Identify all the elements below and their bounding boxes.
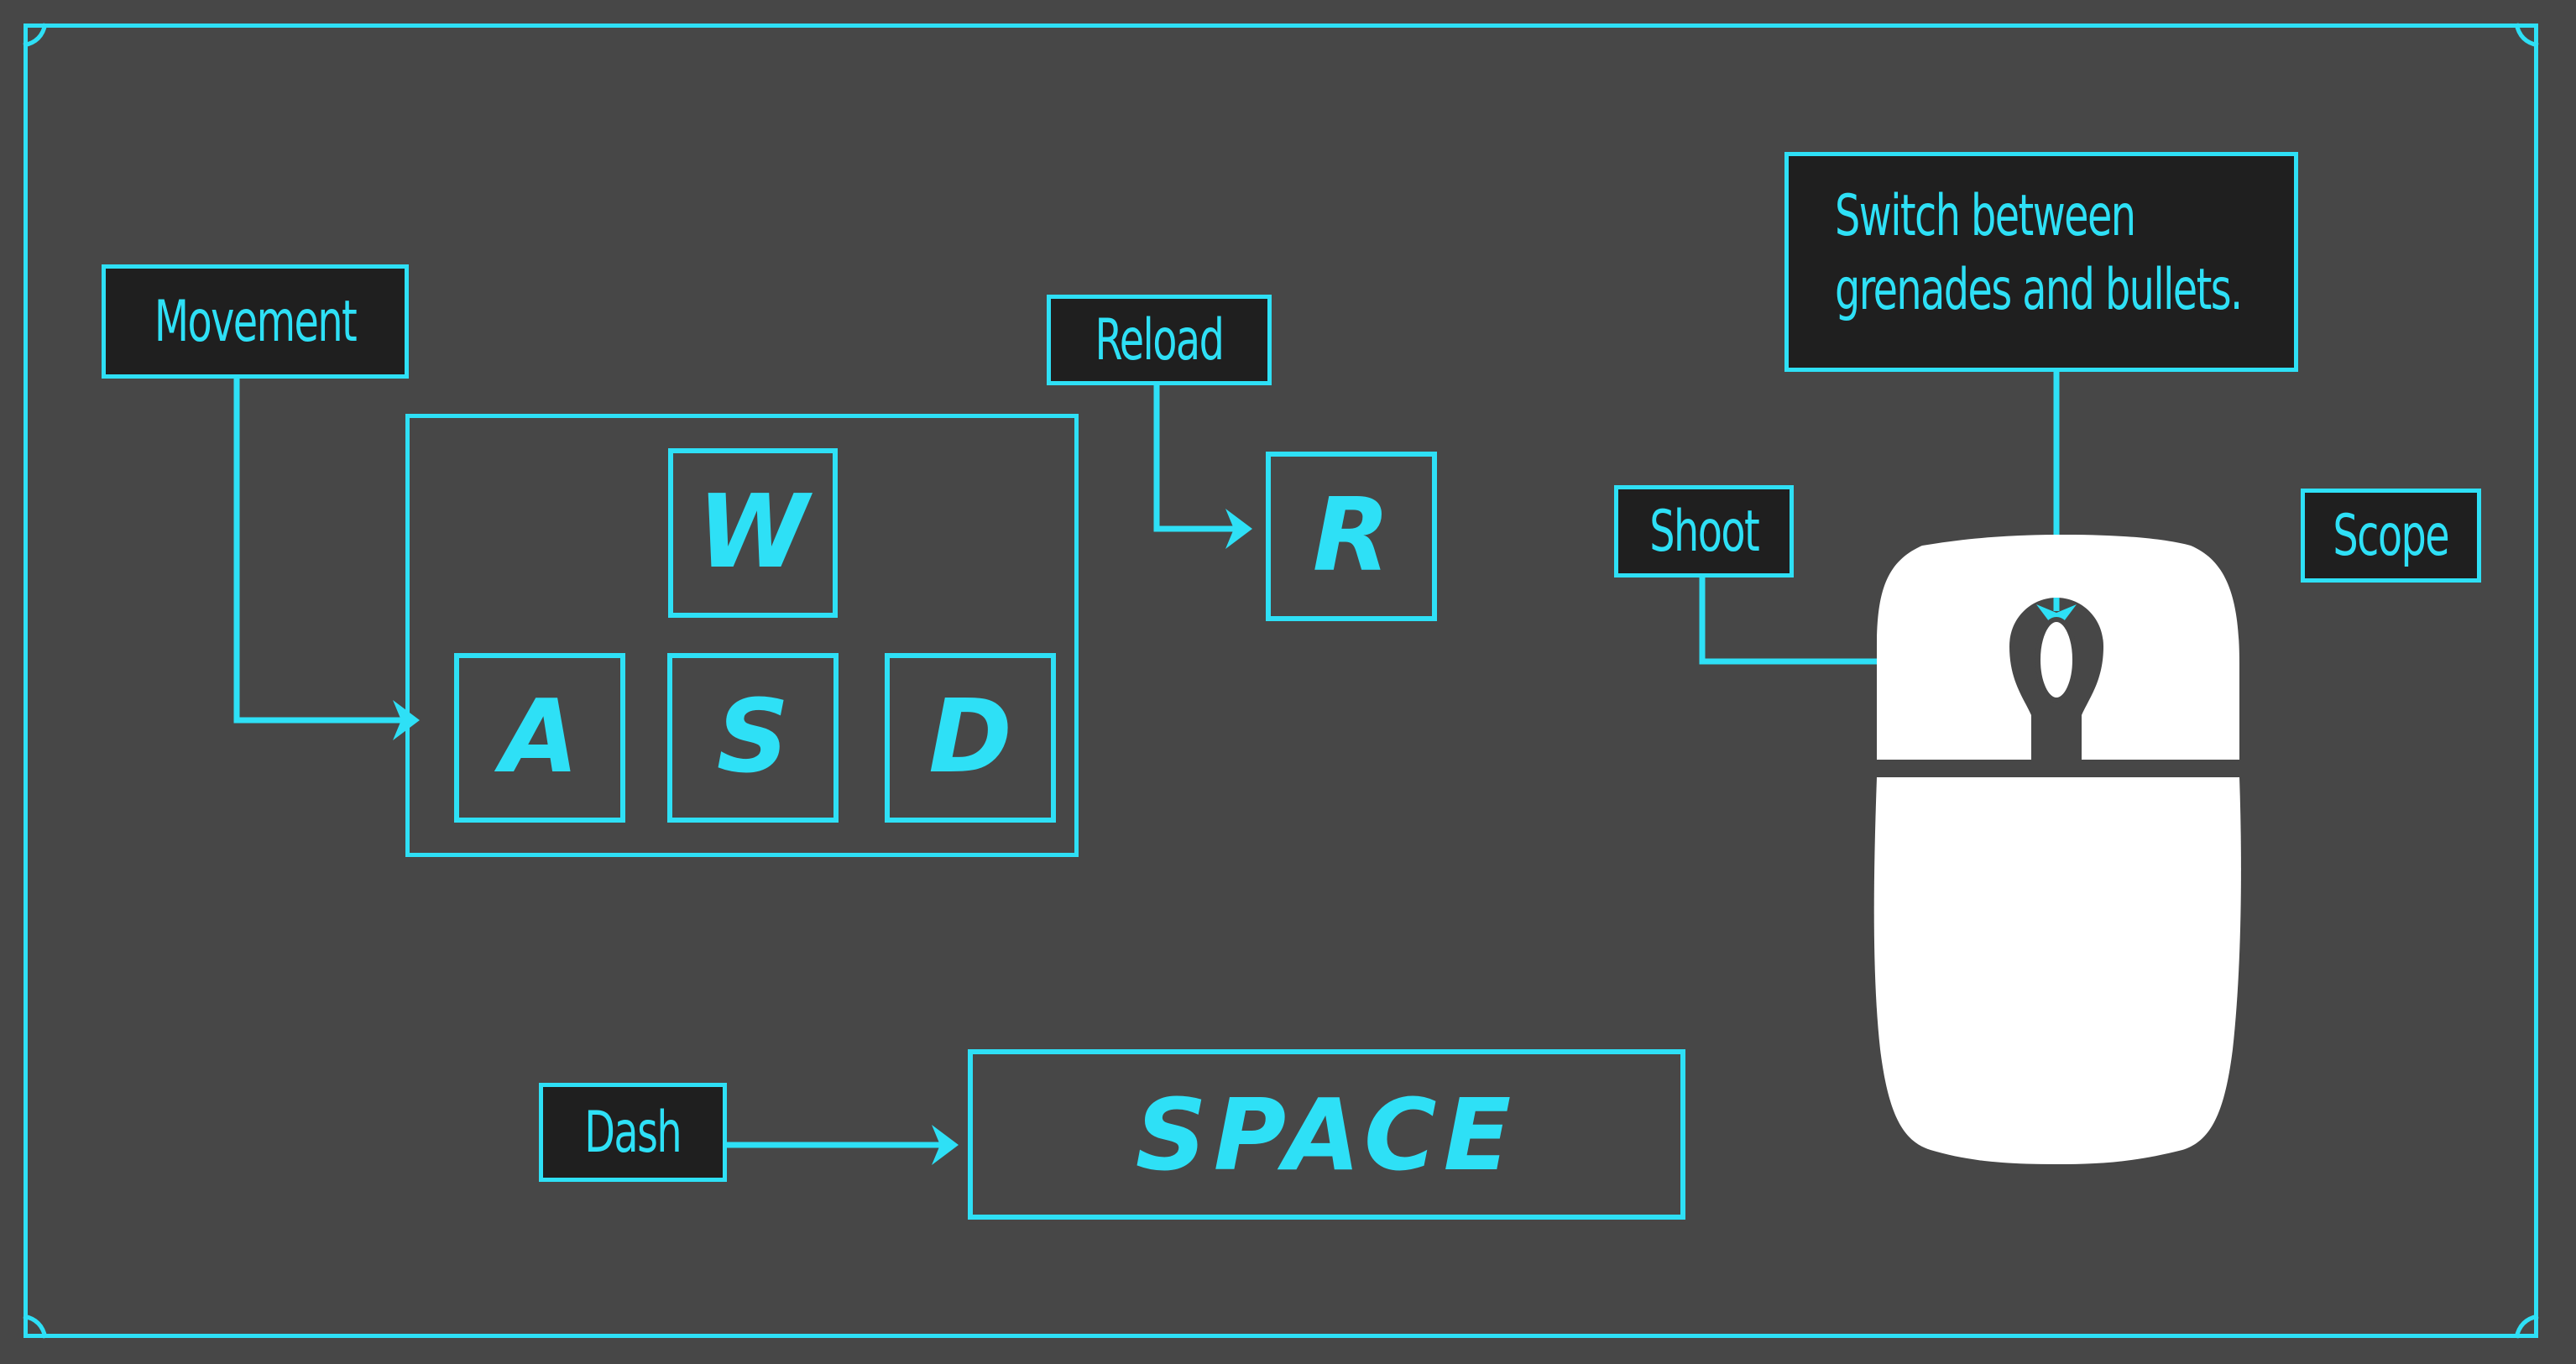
movement-label-text: Movement [154, 288, 358, 355]
key-s: S [667, 653, 839, 823]
key-w: W [668, 448, 838, 618]
corner-ornament-top-right [2514, 23, 2539, 48]
reload-arrowhead [1225, 509, 1252, 549]
movement-connector [233, 378, 403, 724]
switch-label-text: Switch between grenades and bullets. [1835, 183, 2243, 323]
shoot-connector [1699, 576, 1914, 665]
outer-frame [24, 24, 2538, 1338]
dash-label-text: Dash [584, 1099, 682, 1166]
key-space: SPACE [968, 1049, 1685, 1220]
scope-label-text: Scope [2333, 502, 2450, 569]
reload-connector [1153, 384, 1242, 532]
mouse-wheel [2035, 617, 2077, 703]
key-a: A [454, 653, 625, 823]
dash-label: Dash [539, 1083, 727, 1182]
shoot-label: Shoot [1614, 485, 1794, 577]
corner-ornament-bottom-left [23, 1314, 48, 1339]
corner-ornament-top-left [23, 23, 48, 48]
key-space-glyph: SPACE [1135, 1076, 1518, 1193]
switch-label: Switch between grenades and bullets. [1784, 152, 2298, 372]
reload-label-text: Reload [1095, 306, 1225, 374]
key-r: R [1266, 452, 1437, 621]
key-a-glyph: A [500, 679, 579, 796]
dash-arrowhead [932, 1125, 959, 1165]
key-d-glyph: D [928, 679, 1012, 796]
key-w-glyph: W [697, 474, 809, 591]
movement-label: Movement [102, 264, 409, 379]
key-d: D [885, 653, 1056, 823]
corner-ornament-bottom-right [2514, 1314, 2539, 1339]
shoot-label-text: Shoot [1649, 498, 1759, 565]
key-s-glyph: S [716, 679, 790, 796]
scope-label: Scope [2301, 489, 2481, 583]
reload-label: Reload [1047, 295, 1272, 385]
key-r-glyph: R [1312, 478, 1391, 594]
wasd-group [405, 414, 1079, 857]
